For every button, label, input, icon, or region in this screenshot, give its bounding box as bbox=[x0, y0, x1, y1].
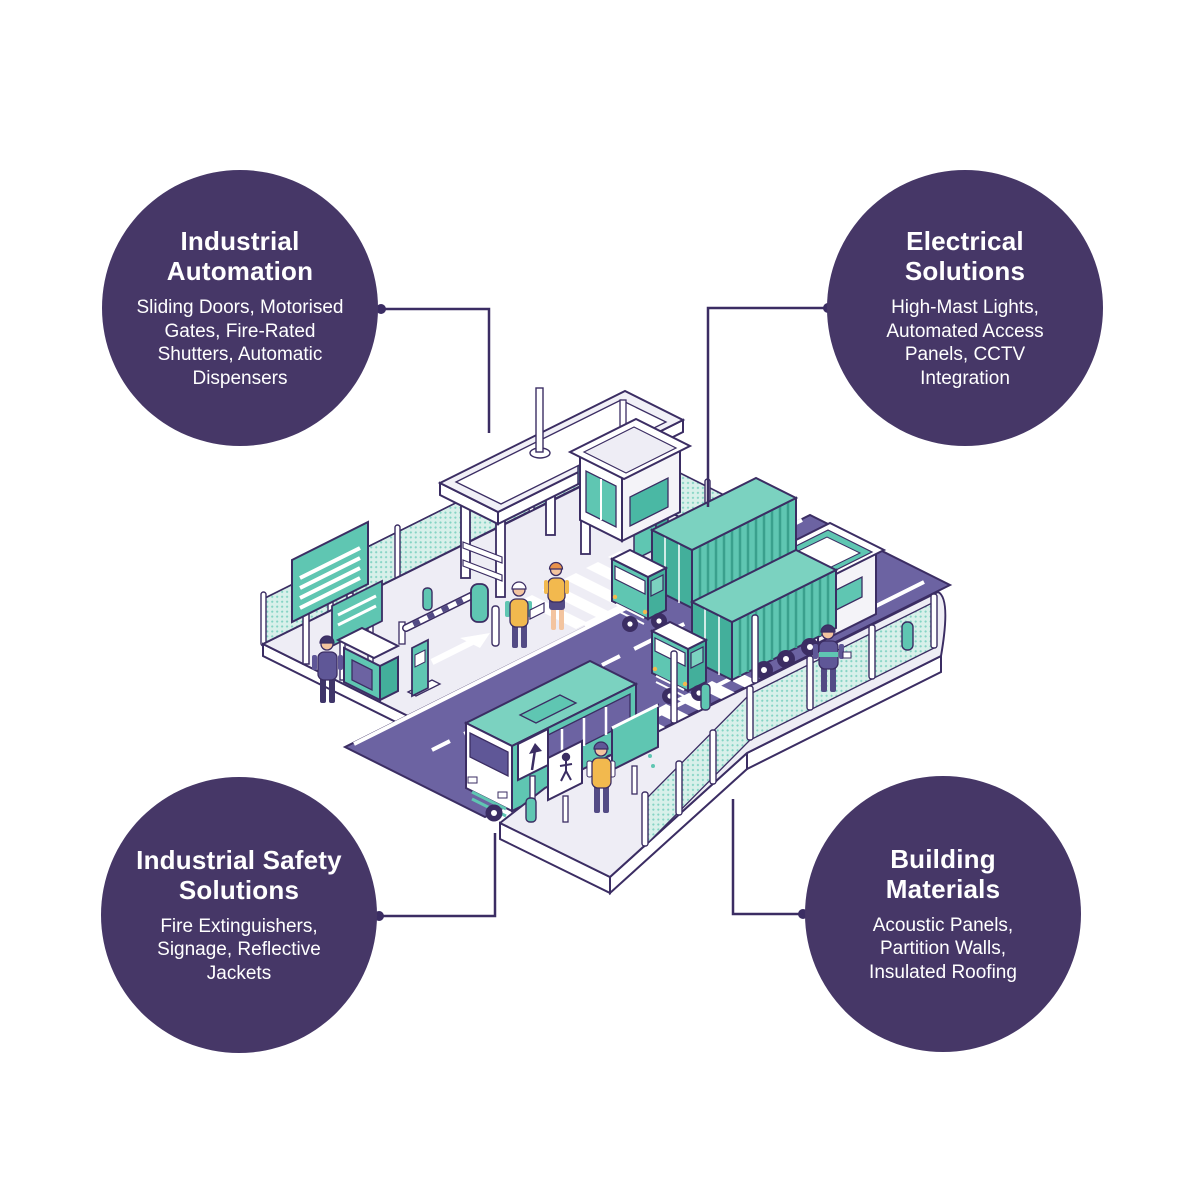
bubble-title: Electrical Solutions bbox=[904, 225, 1026, 287]
bubble-industrial-safety-solutions: Industrial Safety Solutions Fire Extingu… bbox=[101, 777, 377, 1053]
bubble-title: Building Materials bbox=[885, 843, 1001, 905]
bubble-title: Industrial Safety Solutions bbox=[136, 844, 342, 906]
bubble-title: Industrial Automation bbox=[166, 225, 314, 287]
pedestrian-icon bbox=[559, 752, 573, 782]
bubble-building-materials: Building Materials Acoustic Panels, Part… bbox=[805, 776, 1081, 1052]
post bbox=[751, 614, 759, 684]
up-arrow-icon bbox=[529, 743, 542, 771]
pedestrian-sign bbox=[547, 739, 583, 823]
connector-lines bbox=[379, 306, 828, 918]
bubble-description: Sliding Doors, Motorised Gates, Fire-Rat… bbox=[136, 297, 344, 389]
sign-worker-figure bbox=[586, 741, 616, 813]
ticket-kiosk bbox=[335, 626, 401, 702]
guard-figure bbox=[312, 635, 343, 703]
bubble-description: Acoustic Panels, Partition Walls, Insula… bbox=[869, 914, 1017, 983]
post bbox=[491, 605, 500, 647]
bollard bbox=[901, 621, 914, 651]
ticket-machine bbox=[406, 638, 442, 698]
bollard bbox=[422, 587, 433, 611]
chain-link-fence-front bbox=[641, 593, 938, 848]
bubble-description: Fire Extinguishers, Signage, Reflective … bbox=[157, 915, 321, 984]
boom-barrier bbox=[398, 583, 489, 645]
worker-figure bbox=[505, 581, 545, 648]
bubble-electrical-solutions: Electrical Solutions High-Mast Lights, A… bbox=[827, 170, 1103, 446]
bubble-description: High-Mast Lights, Automated Access Panel… bbox=[886, 297, 1044, 389]
worker-figure bbox=[544, 561, 569, 630]
security-booth bbox=[567, 399, 693, 543]
bubble-industrial-automation: Industrial Automation Sliding Doors, Mot… bbox=[102, 170, 378, 446]
bollard bbox=[700, 683, 711, 711]
officer-figure bbox=[813, 624, 852, 692]
post bbox=[670, 650, 678, 724]
teal-panel-sign bbox=[611, 703, 659, 795]
